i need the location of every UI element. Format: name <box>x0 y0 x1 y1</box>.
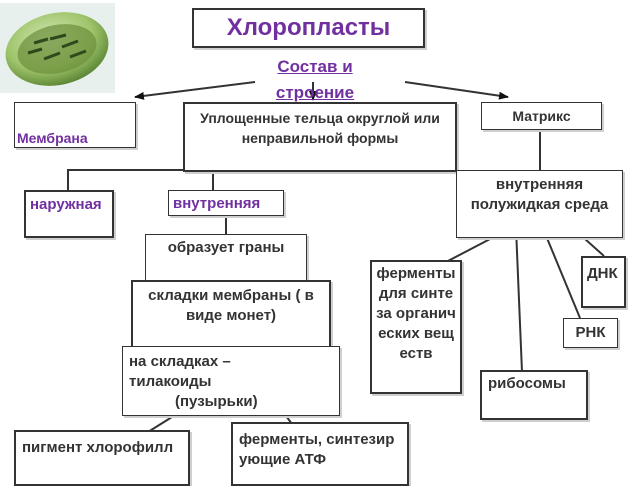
chloroplast-photo-icon <box>0 3 115 93</box>
node-membrane: Мембрана <box>14 102 136 148</box>
connector-env-enzymes <box>445 237 493 263</box>
node-dna: ДНК <box>581 256 626 308</box>
connector-bodies-layers <box>67 169 214 190</box>
node-thylakoids-line-1: на складках – <box>129 353 231 370</box>
node-outer-membrane: наружная <box>24 190 114 238</box>
connector-env-rna <box>541 225 581 319</box>
node-pigment: пигмент хлорофилл <box>14 430 190 486</box>
arrow-to-membrane <box>134 81 256 100</box>
node-membrane-label: Мембрана <box>17 130 88 146</box>
node-membrane-folds: складки мембраны ( в виде монет) <box>131 280 331 350</box>
node-ribosomes: рибосомы <box>480 370 588 420</box>
node-flattened-bodies: Уплощенные тельца округлой или неправиль… <box>183 102 457 172</box>
node-matrix: Матрикс <box>481 102 602 130</box>
arrow-to-matrix <box>404 81 509 100</box>
subtitle: Состав и строение <box>275 57 355 102</box>
node-inner-membrane: внутренняя <box>168 190 284 216</box>
node-thylakoids-line-3: (пузырьки) <box>175 393 258 410</box>
node-enzymes-organic: ферменты для синтеза органических вещест… <box>370 260 462 394</box>
node-inner-environment: внутренняя полужидкая среда <box>456 170 623 238</box>
node-thylakoids: на складках – тилакоиды (пузырьки) <box>122 346 340 416</box>
connector-env-ribosomes <box>515 227 523 373</box>
node-atp-enzymes: ферменты, синтезирующие АТФ <box>231 422 409 486</box>
node-rna: РНК <box>563 318 618 348</box>
node-forms-grana: образует граны <box>145 234 307 282</box>
page-title: Хлоропласты <box>192 8 425 48</box>
node-thylakoids-line-2: тилакоиды <box>129 373 212 390</box>
